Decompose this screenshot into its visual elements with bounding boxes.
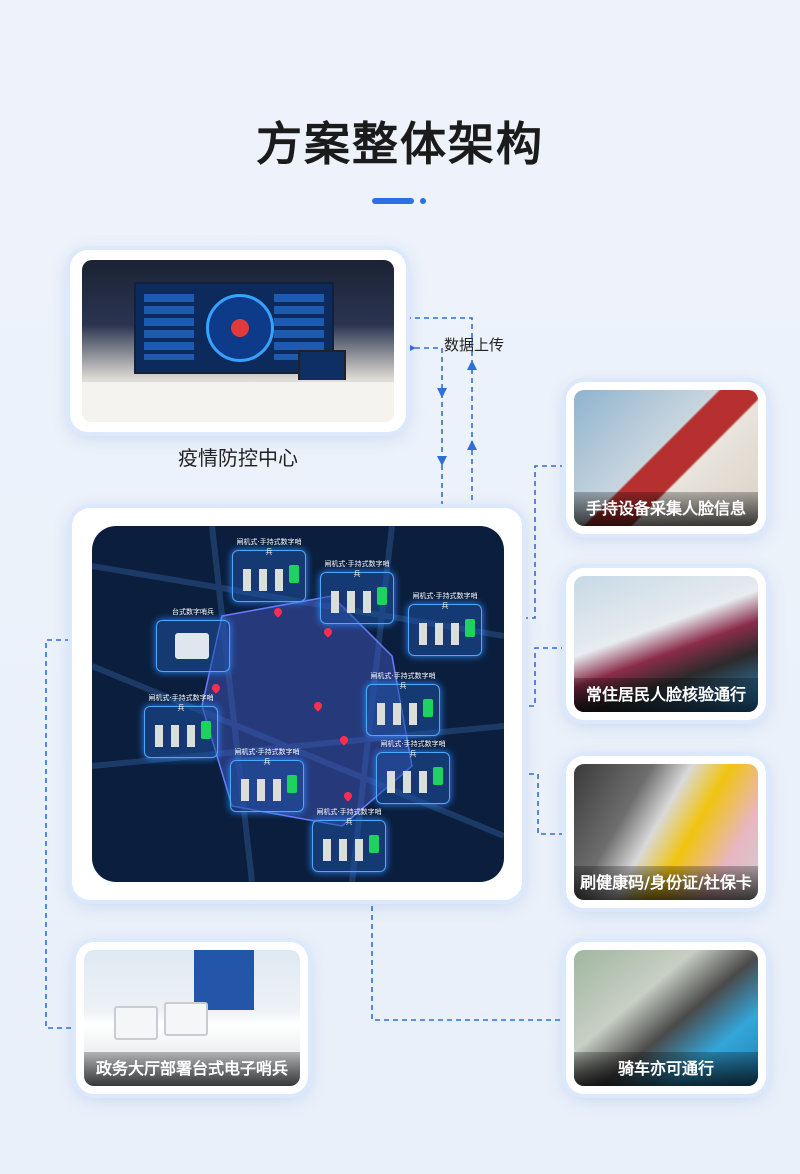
card-swipe: 刷健康码/身份证/社保卡等 [566, 756, 766, 908]
desktop-photo: 政务大厅部署台式电子哨兵 [84, 950, 300, 1086]
sentinel-node: 闸机式·手持式数字哨兵 [320, 560, 394, 624]
sentinel-node: 闸机式·手持式数字哨兵 [376, 740, 450, 804]
sentinel-node: 闸机式·手持式数字哨兵 [366, 672, 440, 736]
resident-photo: 常住居民人脸核验通行 [574, 576, 758, 712]
kiosk [114, 1006, 158, 1040]
community-map: 闸机式·手持式数字哨兵 闸机式·手持式数字哨兵 闸机式·手持式数字哨兵 台式数字… [92, 526, 504, 882]
service-hall-wall [194, 950, 254, 1010]
desktop-caption: 政务大厅部署台式电子哨兵 [84, 1052, 300, 1086]
title-underline [372, 198, 414, 204]
data-upload-label: 数据上传 [444, 336, 505, 354]
sentinel-node: 闸机式·手持式数字哨兵 [230, 748, 304, 812]
sentinel-node: 闸机式·手持式数字哨兵 [312, 808, 386, 872]
video-wall [134, 282, 334, 374]
page-title: 方案整体架构 [256, 117, 544, 171]
desk [82, 380, 394, 422]
ride-photo: 骑车亦可通行 [574, 950, 758, 1086]
sentinel-node: 闸机式·手持式数字哨兵 [232, 538, 306, 602]
control-center-photo [82, 260, 394, 422]
sentinel-node: 闸机式·手持式数字哨兵 [408, 592, 482, 656]
card-resident: 常住居民人脸核验通行 [566, 568, 766, 720]
control-center-card [70, 250, 406, 432]
desktop-sentinel-node: 台式数字哨兵 [156, 608, 230, 672]
card-desktop: 政务大厅部署台式电子哨兵 [76, 942, 308, 1094]
map-card: 闸机式·手持式数字哨兵 闸机式·手持式数字哨兵 闸机式·手持式数字哨兵 台式数字… [72, 508, 522, 900]
control-center-label: 疫情防控中心 [178, 446, 298, 470]
card-handheld: 手持设备采集人脸信息 [566, 382, 766, 534]
resident-caption: 常住居民人脸核验通行 [574, 678, 758, 712]
kiosk [164, 1002, 208, 1036]
ride-caption: 骑车亦可通行 [574, 1052, 758, 1086]
swipe-photo: 刷健康码/身份证/社保卡等 [574, 764, 758, 900]
sentinel-node: 闸机式·手持式数字哨兵 [144, 694, 218, 758]
title-underline-dot [420, 198, 426, 204]
card-ride: 骑车亦可通行 [566, 942, 766, 1094]
swipe-caption: 刷健康码/身份证/社保卡等 [574, 866, 758, 900]
monitor [298, 350, 346, 384]
handheld-caption: 手持设备采集人脸信息 [574, 492, 758, 526]
handheld-photo: 手持设备采集人脸信息 [574, 390, 758, 526]
